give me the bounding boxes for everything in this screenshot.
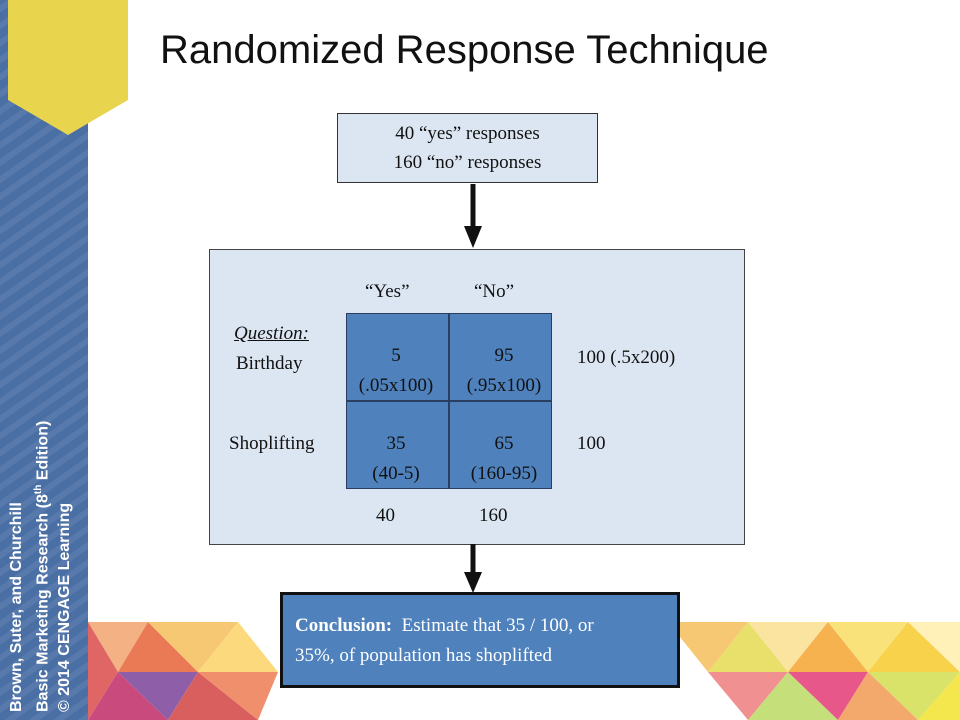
credit-publisher: © 2014 CENGAGE Learning [56, 502, 74, 712]
credit-authors: Brown, Suter, and Churchill [8, 502, 25, 712]
cell-birthday-yes [346, 313, 449, 401]
column-header-no: “No” [474, 281, 515, 302]
cell-shoplifting-no [449, 401, 552, 489]
conclusion-label: Conclusion: [295, 615, 393, 636]
copyright-credit: Brown, Suter, and Churchill Basic Market… [6, 352, 76, 712]
cell-shoplifting-no-text: 65(160-95) [470, 433, 538, 484]
cell-birthday-no [449, 313, 552, 401]
conclusion-line1: Conclusion: Estimate that 35 / 100, or [295, 615, 594, 636]
column-total-no: 160 [479, 505, 508, 526]
cell-birthday-no-text: 95(.95x100) [466, 345, 542, 396]
column-total-yes: 40 [376, 505, 395, 526]
decorative-triangle-band [88, 622, 960, 720]
cell-shoplifting-yes [346, 401, 449, 489]
responses-box: 40 “yes” responses 160 “no” responses [337, 113, 598, 183]
row-label-birthday: Birthday [236, 353, 303, 374]
slide-title: Randomized Response Technique [160, 28, 769, 72]
column-header-yes: “Yes” [365, 281, 410, 302]
row-total-birthday: 100 (.5x200) [577, 347, 676, 368]
row-label-shoplifting: Shoplifting [229, 433, 315, 454]
down-arrow-icon [464, 184, 482, 248]
no-responses-text: 160 “no” responses [393, 152, 542, 173]
conclusion-line2: 35%, of population has shoplifted [295, 645, 552, 666]
credit-book: Basic Marketing Research (8th Edition) [33, 420, 52, 712]
row-total-shoplifting: 100 [577, 433, 606, 454]
yellow-badge-shape [8, 0, 128, 135]
question-label: Question: [234, 323, 309, 344]
cell-birthday-yes-text: 5(.05x100) [358, 345, 434, 396]
cell-shoplifting-yes-text: 35(40-5) [372, 433, 420, 484]
conclusion-box: Conclusion: Estimate that 35 / 100, or 3… [280, 592, 680, 688]
down-arrow-icon [464, 544, 482, 593]
yes-responses-text: 40 “yes” responses [395, 123, 540, 144]
